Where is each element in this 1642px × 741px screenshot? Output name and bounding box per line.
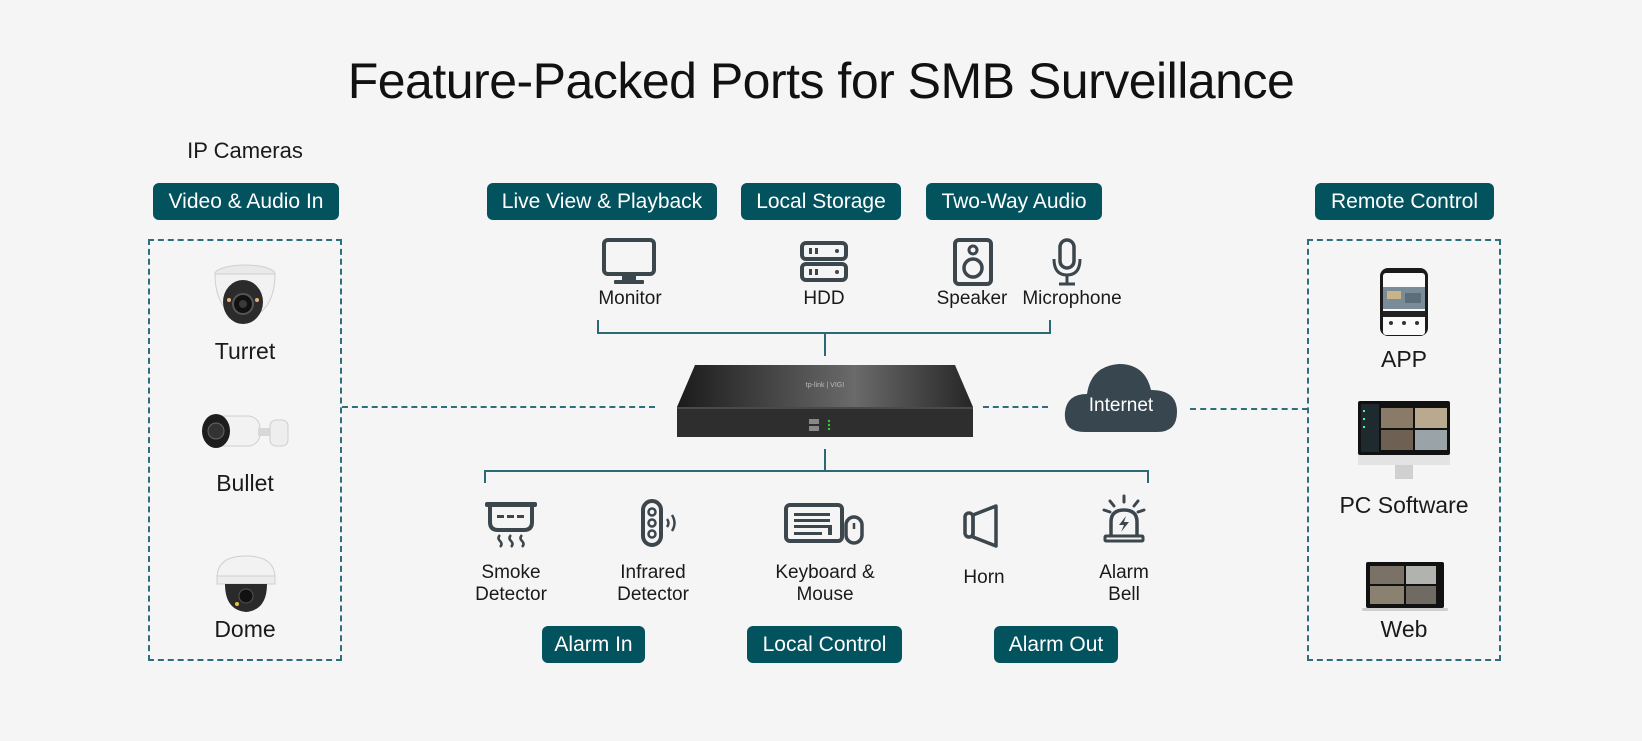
tree-line [1049,320,1051,334]
infrared-detector-icon [640,498,684,548]
remote-control-box [1307,239,1501,661]
local-storage-badge: Local Storage [741,183,901,220]
horn-label: Horn [963,567,1005,588]
tree-line [597,320,599,334]
tree-line [484,470,486,483]
dome-camera-image [213,552,279,616]
live-view-playback-badge: Live View & Playback [487,183,717,220]
tree-line [484,470,1149,472]
nvr-device-image: tp-link | VIGI [677,363,973,439]
local-control-badge: Local Control [747,626,902,663]
alarm-in-badge: Alarm In [542,626,645,663]
nvr-brand: tp-link | VIGI [806,382,844,389]
internet-label: Internet [1088,395,1154,416]
smoke-detector-icon [483,500,539,548]
turret-camera-image [205,262,285,334]
remote-connector-line [1190,408,1308,410]
ip-cameras-heading: IP Cameras [187,138,303,163]
pc-software-label: PC Software [1339,492,1469,518]
internet-connector-line [983,406,1048,408]
hdd-icon [799,240,849,284]
video-audio-in-badge: Video & Audio In [153,183,339,220]
microphone-icon [1050,237,1084,287]
monitor-icon [600,237,658,287]
pc-software-image [1357,400,1451,482]
speaker-label: Speaker [936,288,1008,309]
remote-control-badge: Remote Control [1315,183,1494,220]
web-label: Web [1380,616,1428,642]
bullet-camera-image [198,408,294,460]
camera-connector-line [342,406,655,408]
two-way-audio-badge: Two-Way Audio [926,183,1102,220]
internet-cloud [1063,360,1179,434]
keyboard-mouse-icon [784,503,866,545]
horn-icon [962,503,1002,549]
tree-line [824,449,826,471]
phone-app-image [1379,267,1429,337]
keyboard-mouse-label: Keyboard &Mouse [775,562,875,605]
tree-line [824,332,826,356]
app-label: APP [1380,346,1428,372]
alarm-out-badge: Alarm Out [994,626,1118,663]
speaker-icon [952,237,994,287]
tree-line [1147,470,1149,483]
dome-label: Dome [214,616,276,642]
bullet-label: Bullet [216,470,274,496]
page-title: Feature-Packed Ports for SMB Surveillanc… [347,53,1295,109]
microphone-label: Microphone [1022,288,1122,309]
monitor-label: Monitor [598,288,662,309]
hdd-label: HDD [803,288,845,309]
ip-cameras-box [148,239,342,661]
turret-label: Turret [214,338,276,364]
web-laptop-image [1362,561,1448,613]
alarm-bell-icon [1102,494,1146,544]
